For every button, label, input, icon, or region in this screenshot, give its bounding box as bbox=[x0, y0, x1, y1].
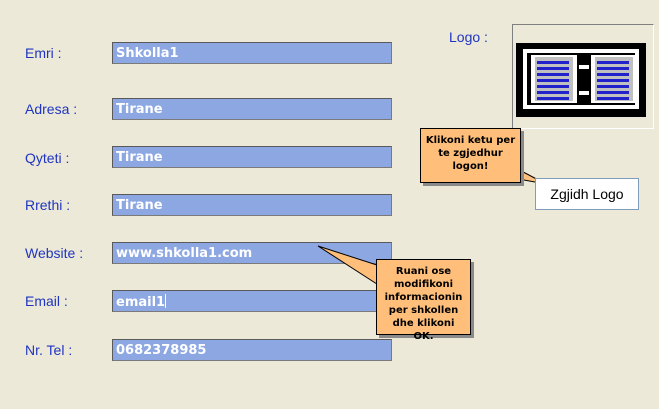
emri-value: Shkolla1 bbox=[116, 46, 179, 61]
rrethi-field[interactable]: Tirane bbox=[112, 194, 392, 216]
label-website: Website : bbox=[25, 245, 84, 261]
zgjidh-logo-button[interactable]: Zgjidh Logo bbox=[535, 178, 639, 210]
email-value: email1 bbox=[116, 295, 166, 310]
label-qyteti: Qyteti : bbox=[25, 150, 70, 166]
nr-tel-value: 0682378985 bbox=[116, 343, 207, 358]
emri-field[interactable]: Shkolla1 bbox=[112, 42, 392, 64]
text-caret bbox=[165, 294, 167, 308]
book-icon bbox=[516, 43, 646, 117]
rrethi-value: Tirane bbox=[116, 198, 163, 213]
qyteti-field[interactable]: Tirane bbox=[112, 146, 392, 168]
website-value: www.shkolla1.com bbox=[116, 246, 253, 261]
adresa-field[interactable]: Tirane bbox=[112, 98, 392, 120]
qyteti-value: Tirane bbox=[116, 150, 163, 165]
label-emri: Emri : bbox=[25, 45, 62, 61]
adresa-value: Tirane bbox=[116, 102, 163, 117]
label-logo: Logo : bbox=[449, 29, 488, 45]
label-email: Email : bbox=[25, 293, 68, 309]
label-adresa: Adresa : bbox=[25, 101, 78, 117]
form-tooltip: Ruani ose modifikoni informacionin per s… bbox=[376, 259, 471, 342]
label-nr-tel: Nr. Tel : bbox=[25, 342, 73, 358]
email-field[interactable]: email1 bbox=[112, 290, 392, 312]
nr-tel-field[interactable]: 0682378985 bbox=[112, 339, 392, 361]
logo-tooltip: Klikoni ketu per te zgjedhur logon! bbox=[420, 128, 521, 183]
label-rrethi: Rrethi : bbox=[25, 197, 71, 213]
logo-picture-frame bbox=[512, 24, 654, 129]
